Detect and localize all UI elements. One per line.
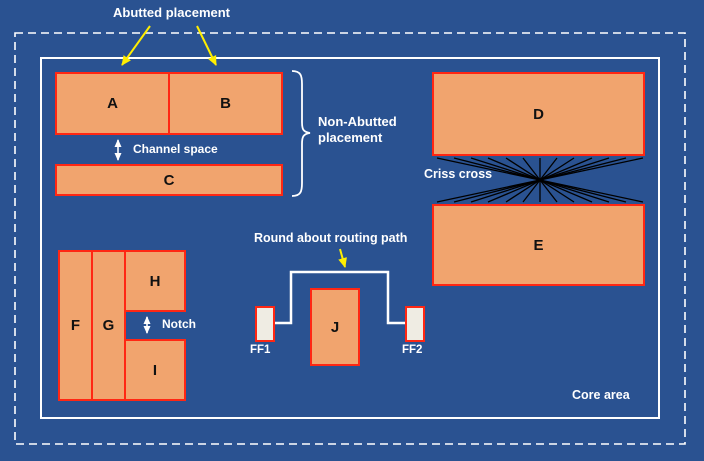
abutted-placement-label: Abutted placement — [113, 5, 231, 20]
ff2-label: FF2 — [402, 344, 423, 356]
block-e: E — [432, 204, 645, 286]
block-g: G — [91, 250, 126, 401]
notch-label: Notch — [162, 317, 196, 331]
block-d: D — [432, 72, 645, 156]
flip-flop-2 — [405, 306, 425, 342]
ff1-label: FF1 — [250, 344, 271, 356]
channel-space-label: Channel space — [133, 142, 218, 156]
round-about-label: Round about routing path — [254, 231, 408, 245]
core-area-label: Core area — [572, 388, 630, 402]
block-b: B — [168, 72, 283, 135]
criss-cross-label: Criss cross — [424, 167, 493, 181]
block-h: H — [124, 250, 186, 312]
non-abutted-placement-label: Non-Abutted placement — [318, 114, 397, 146]
block-i: I — [124, 339, 186, 401]
block-f: F — [58, 250, 93, 401]
flip-flop-1 — [255, 306, 275, 342]
block-a: A — [55, 72, 170, 135]
block-c: C — [55, 164, 283, 196]
block-j: J — [310, 288, 360, 366]
